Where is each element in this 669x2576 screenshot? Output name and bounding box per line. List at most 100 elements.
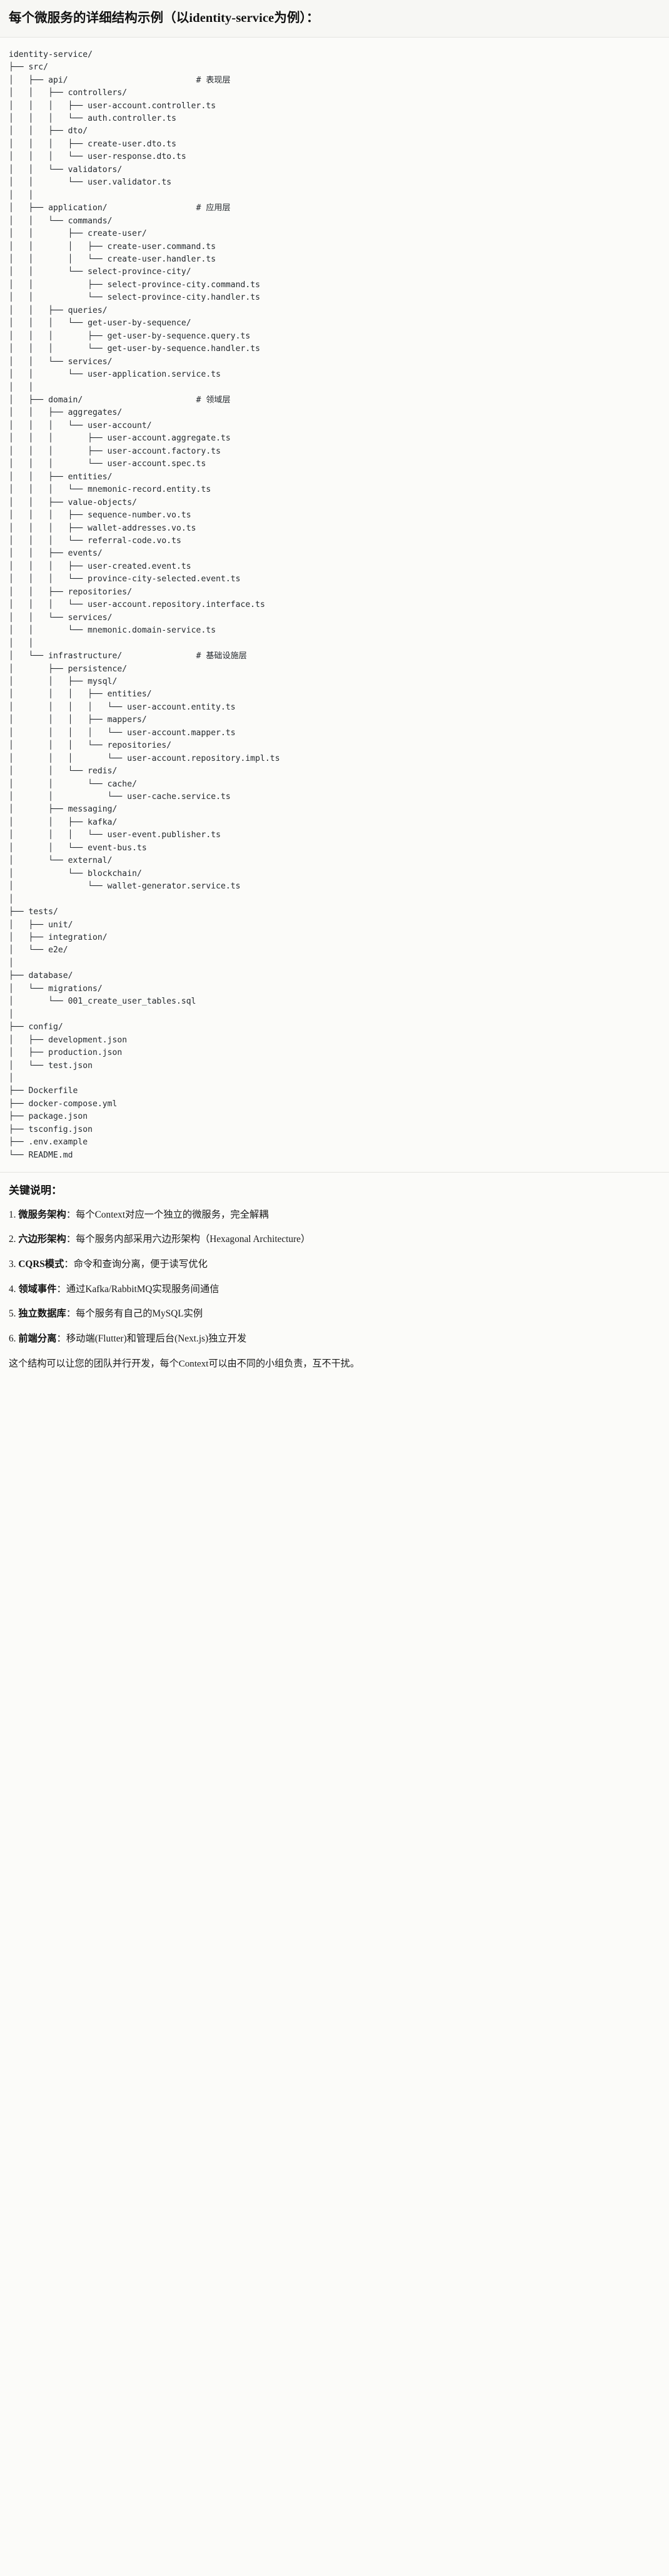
tree-line: │ └── blockchain/: [9, 868, 142, 878]
tree-line: │ │ │ └── referral-code.vo.ts: [9, 536, 181, 546]
tree-line: │ │ │ └── auth.controller.ts: [9, 114, 177, 124]
tree-line: │ │ │ ├── wallet-addresses.vo.ts: [9, 523, 196, 533]
tree-line: │ └── migrations/: [9, 984, 103, 994]
tree-line: │ │ │ ├── user-account.factory.ts: [9, 446, 221, 456]
tree-line: │ │ │ ├── user-account.aggregate.ts: [9, 434, 231, 444]
tree-line: │: [9, 958, 14, 968]
tree-line: │ │ └── user-application.service.ts: [9, 370, 221, 380]
tree-line: ├── .env.example: [9, 1138, 88, 1148]
tree-line: │ ├── production.json: [9, 1048, 123, 1058]
tree-line: │ └── 001_create_user_tables.sql: [9, 997, 196, 1007]
tree-line: │ │ │ │ └── user-account.mapper.ts: [9, 728, 236, 738]
tree-line: │ └── test.json: [9, 1061, 93, 1071]
tree-line: │ │ │ ├── sequence-number.vo.ts: [9, 511, 191, 521]
tree-line: │ │ │ ├── mappers/: [9, 715, 147, 725]
tree-line: │ │ │ ├── entities/: [9, 690, 152, 700]
tree-line: ├── docker-compose.yml: [9, 1099, 118, 1109]
tree-line: │ │ ├── dto/: [9, 126, 88, 136]
tree-line: │ │ ├── kafka/: [9, 817, 118, 827]
tree-line: │ └── e2e/: [9, 945, 68, 955]
tree-line: │ │ ├── controllers/: [9, 88, 128, 98]
key-note-text: ：每个Context对应一个独立的微服务，完全解耦: [66, 1209, 269, 1220]
tree-line: ├── config/: [9, 1022, 63, 1032]
tree-line: │ │ ├── aggregates/: [9, 408, 123, 418]
tree-line: │ │ │ │ └── user-account.entity.ts: [9, 702, 236, 712]
tree-line: │ │ │ └── repositories/: [9, 741, 172, 751]
tree-line: │ │ │ └── user-account.spec.ts: [9, 459, 206, 469]
key-note-item: 微服务架构：每个Context对应一个独立的微服务，完全解耦: [9, 1208, 660, 1223]
key-note-text: ：移动端(Flutter)和管理后台(Next.js)独立开发: [56, 1333, 247, 1345]
heading-section: 每个微服务的详细结构示例（以identity-service为例）：: [0, 0, 669, 38]
tree-line: ├── package.json: [9, 1112, 88, 1122]
tree-line: └── README.md: [9, 1150, 73, 1160]
key-note-term: 独立数据库: [18, 1308, 66, 1320]
tree-layer-comment: # 基础设施层: [196, 651, 247, 661]
key-note-term: 六边形架构: [18, 1234, 66, 1245]
key-note-term: 微服务架构: [18, 1209, 66, 1220]
key-note-text: ：通过Kafka/RabbitMQ实现服务间通信: [56, 1283, 219, 1295]
tree-layer-comment: # 应用层: [196, 203, 231, 213]
tree-line: │ │ │ └── user-account.repository.impl.t…: [9, 753, 280, 763]
tree-line: │ │ │ ├── user-created.event.ts: [9, 561, 191, 571]
tree-line: │: [9, 1009, 14, 1019]
tree-line: │ │ │ └── user-account/: [9, 420, 152, 430]
tree-line: │ │ └── cache/: [9, 779, 137, 789]
tree-line: │ ├── messaging/: [9, 805, 118, 815]
tree-line: │ ├── persistence/: [9, 664, 128, 674]
tree-line: │ │ └── redis/: [9, 766, 118, 776]
key-note-item: 领域事件：通过Kafka/RabbitMQ实现服务间通信: [9, 1282, 660, 1297]
tree-line: │ └── external/: [9, 856, 113, 866]
key-notes-footer: 这个结构可以让您的团队并行开发，每个Context可以由不同的小组负责，互不干扰…: [9, 1358, 360, 1369]
tree-line: │ │ └── validators/: [9, 165, 123, 175]
directory-tree-block: identity-service/├── src/│ ├── api/ # 表现…: [0, 37, 669, 1173]
document-page: 每个微服务的详细结构示例（以identity-service为例）： ident…: [0, 0, 669, 1380]
tree-line: │ │ ├── entities/: [9, 472, 113, 482]
tree-line: │ │ │ └── user-response.dto.ts: [9, 152, 186, 162]
tree-line: │ │ │ └── get-user-by-sequence.handler.t…: [9, 344, 261, 354]
tree-line: │ │: [9, 190, 34, 200]
directory-tree: identity-service/├── src/│ ├── api/ # 表现…: [9, 49, 660, 1162]
tree-line: ├── database/: [9, 971, 73, 981]
tree-line: │ └── wallet-generator.service.ts: [9, 882, 241, 892]
tree-line: │ │ │ └── user-account.repository.interf…: [9, 600, 265, 610]
tree-layer-comment: # 表现层: [196, 75, 231, 85]
tree-line: │ │ │ ├── create-user.command.ts: [9, 242, 216, 252]
key-note-item: 独立数据库：每个服务有自己的MySQL实例: [9, 1306, 660, 1321]
key-notes-title: 关键说明：: [9, 1184, 62, 1197]
tree-line: │ │ │ └── create-user.handler.ts: [9, 255, 216, 264]
tree-line: │ ├── development.json: [9, 1035, 128, 1045]
tree-line: │ └── infrastructure/ # 基础设施层: [9, 651, 247, 661]
tree-line: │ │ └── commands/: [9, 216, 113, 226]
tree-line: │ ├── application/ # 应用层: [9, 203, 231, 213]
tree-line: │ │ ├── value-objects/: [9, 497, 137, 507]
key-notes-list: 微服务架构：每个Context对应一个独立的微服务，完全解耦六边形架构：每个服务…: [9, 1208, 660, 1347]
tree-line: │ │ └── services/: [9, 357, 113, 367]
tree-line: │: [9, 1074, 14, 1083]
tree-line: │ ├── unit/: [9, 920, 73, 930]
tree-line: │ │ │ ├── create-user.dto.ts: [9, 139, 177, 149]
tree-line: │ │ │ └── province-city-selected.event.t…: [9, 574, 241, 584]
tree-line: ├── tsconfig.json: [9, 1124, 93, 1134]
tree-line: │ ├── api/ # 表现层: [9, 75, 231, 85]
tree-line: │ │ ├── mysql/: [9, 676, 118, 686]
tree-line: │ │ └── event-bus.ts: [9, 843, 147, 853]
tree-line: │ │ ├── create-user/: [9, 229, 147, 239]
tree-line: ├── tests/: [9, 907, 58, 917]
tree-line: │ │ ├── select-province-city.command.ts: [9, 280, 261, 290]
page-title: 每个微服务的详细结构示例（以identity-service为例）：: [9, 11, 319, 25]
tree-line: │ │ │ └── mnemonic-record.entity.ts: [9, 485, 211, 495]
tree-line: │ │ └── services/: [9, 613, 113, 623]
key-note-item: 前端分离：移动端(Flutter)和管理后台(Next.js)独立开发: [9, 1331, 660, 1347]
key-notes-section: 关键说明： 微服务架构：每个Context对应一个独立的微服务，完全解耦六边形架…: [0, 1173, 669, 1381]
tree-line: │ │ │ ├── user-account.controller.ts: [9, 101, 216, 111]
tree-line: │ │ └── user.validator.ts: [9, 178, 172, 188]
key-note-term: CQRS模式: [18, 1259, 64, 1270]
key-note-item: 六边形架构：每个服务内部采用六边形架构（Hexagonal Architectu…: [9, 1232, 660, 1247]
key-note-item: CQRS模式：命令和查询分离，便于读写优化: [9, 1257, 660, 1272]
tree-layer-comment: # 领域层: [196, 395, 231, 405]
tree-line: │ │ │ ├── get-user-by-sequence.query.ts: [9, 331, 251, 341]
tree-line: │ │: [9, 382, 34, 392]
tree-line: │ │ └── user-cache.service.ts: [9, 792, 231, 802]
tree-line: │ ├── domain/ # 领域层: [9, 395, 231, 405]
key-note-term: 领域事件: [18, 1283, 57, 1295]
